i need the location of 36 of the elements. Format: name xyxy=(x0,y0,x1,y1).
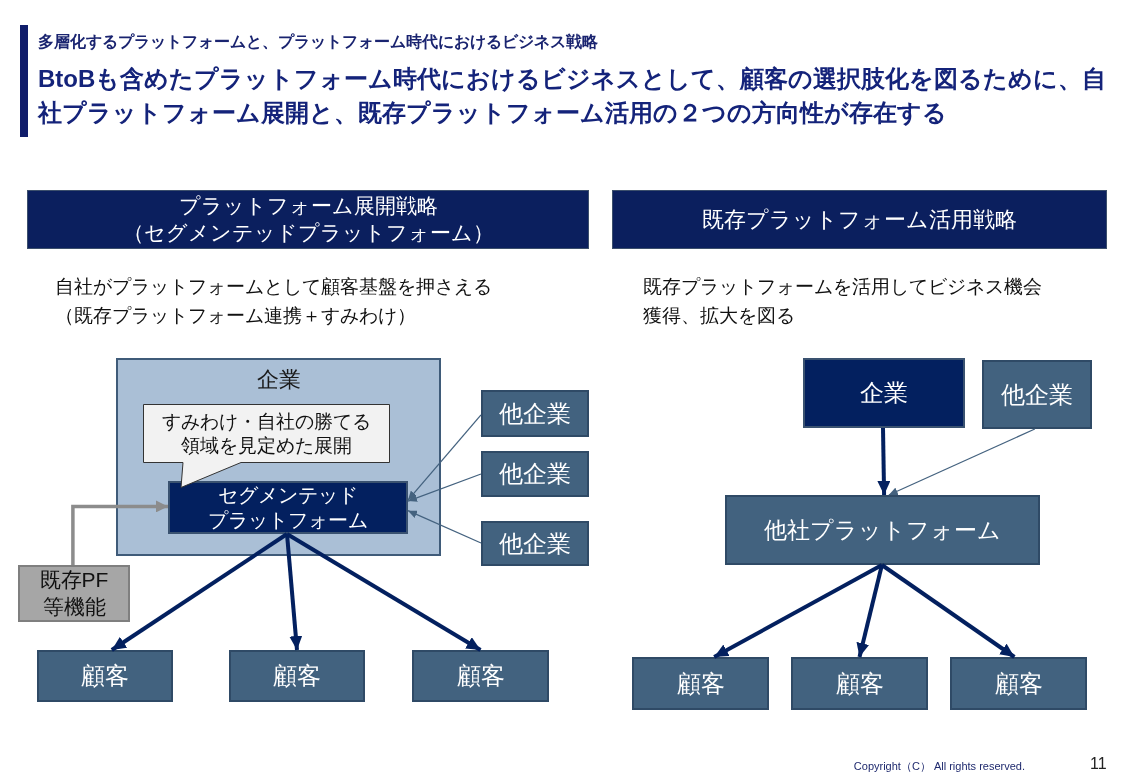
arrow xyxy=(407,473,482,503)
arrow xyxy=(888,428,1036,496)
company-box: 他企業 xyxy=(481,451,589,497)
function-box: 既存PF等機能 xyxy=(18,565,130,622)
group-title: 企業 xyxy=(256,367,301,392)
arrow xyxy=(880,563,1016,659)
arrow xyxy=(285,532,482,652)
subheading: 多層化するプラットフォームと、プラットフォーム時代におけるビジネス戦略 xyxy=(38,33,598,50)
section-header-bar: 既存プラットフォーム活用戦略 xyxy=(612,190,1107,249)
arrow xyxy=(407,414,482,501)
arrow xyxy=(856,564,884,658)
section-header-bar: プラットフォーム展開戦略（セグメンテッドプラットフォーム） xyxy=(27,190,589,249)
description-text: 既存プラットフォームを活用してビジネス機会獲得、拡大を図る xyxy=(643,276,1042,326)
customer-box: 顧客 xyxy=(412,650,549,702)
arrow xyxy=(110,532,289,652)
customer-box: 顧客 xyxy=(37,650,173,702)
headline: BtoBも含めたプラットフォーム時代におけるビジネスとして、顧客の選択肢化を図るために、自社プラットフォーム展開と、既存プラットフォーム活用の２つの方向性が存在する xyxy=(38,65,1107,127)
arrow xyxy=(71,500,168,565)
platform-box: セグメンテッドプラットフォーム xyxy=(168,481,408,534)
customer-box: 顧客 xyxy=(950,657,1087,710)
description-text: 自社がプラットフォームとして顧客基盤を押さえる（既存プラットフォーム連携＋すみわけ） xyxy=(55,276,492,326)
customer-box: 顧客 xyxy=(229,650,365,702)
customer-box: 顧客 xyxy=(791,657,928,710)
arrow xyxy=(877,427,891,496)
platform-box: 他社プラットフォーム xyxy=(725,495,1040,565)
customer-box: 顧客 xyxy=(632,657,769,710)
arrow xyxy=(285,533,303,651)
arrow xyxy=(407,510,482,544)
arrow xyxy=(713,563,883,659)
page-number: 11 xyxy=(1090,755,1107,772)
group-box xyxy=(116,358,441,556)
company-box: 他企業 xyxy=(481,390,589,437)
company-box: 企業 xyxy=(803,358,965,428)
company-box: 他企業 xyxy=(982,360,1092,429)
company-box: 他企業 xyxy=(481,521,589,566)
copyright-notice: Copyright（C） All rights reserved. xyxy=(853,760,1025,772)
